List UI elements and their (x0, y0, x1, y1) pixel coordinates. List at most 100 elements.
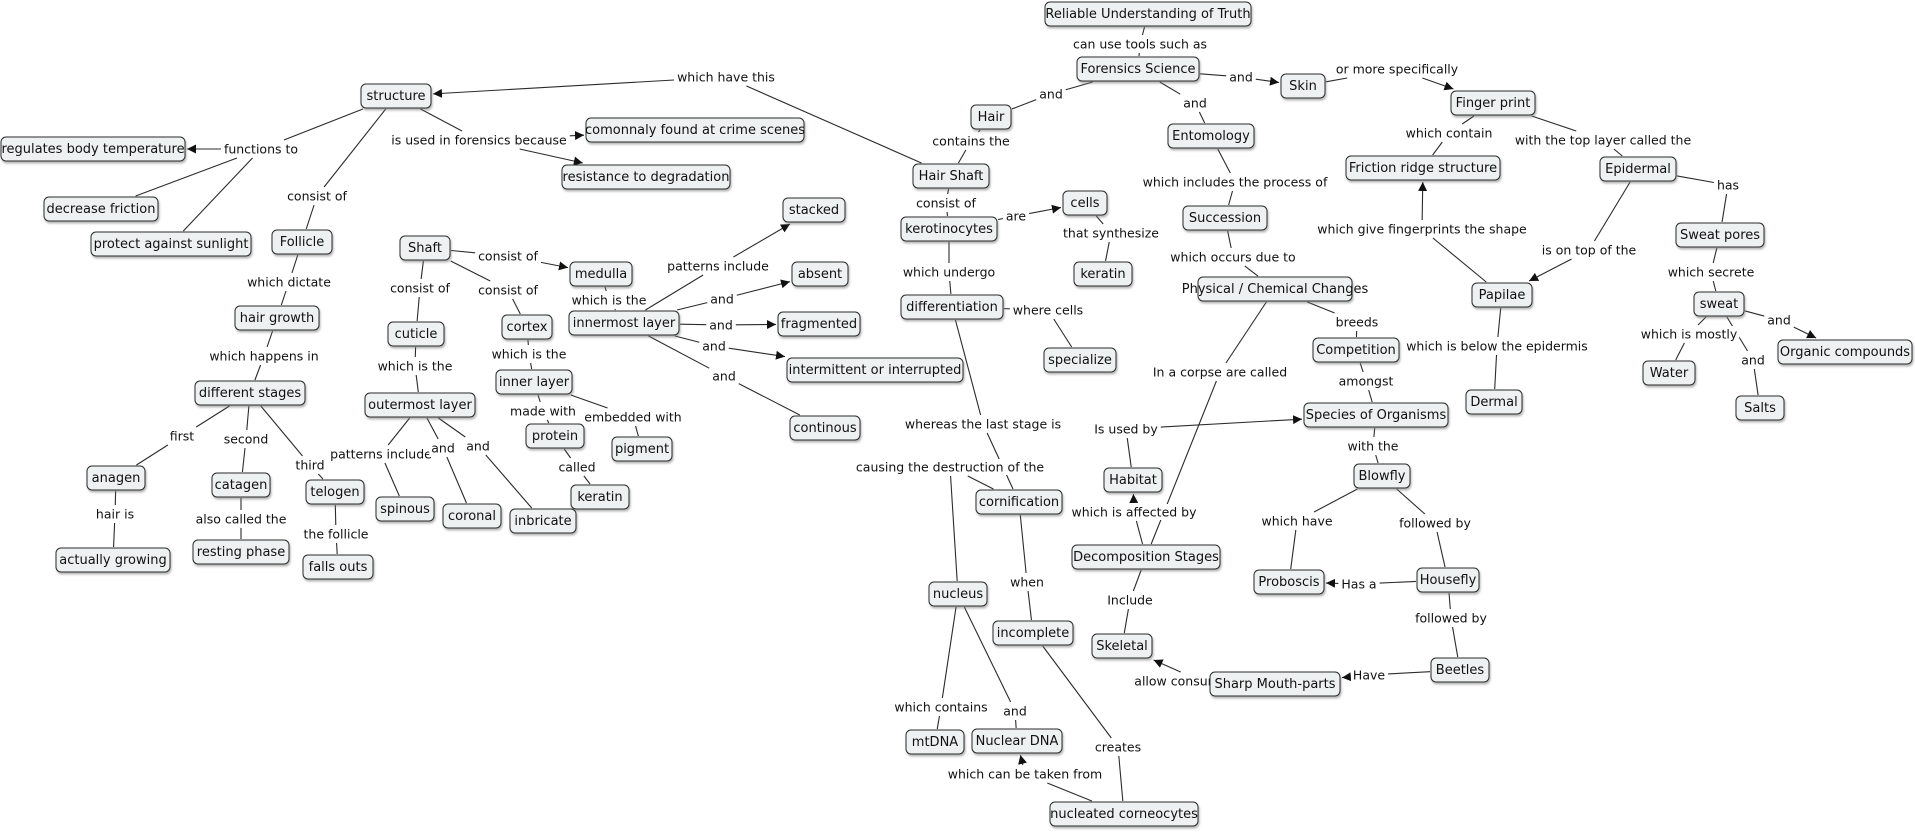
line-connector (1676, 175, 1715, 184)
concept-node-keratin[interactable]: keratin (570, 484, 630, 510)
concept-node-shaft[interactable]: Shaft (399, 235, 451, 261)
concept-node-cells[interactable]: cells (1062, 190, 1108, 216)
line-connector (438, 417, 466, 438)
line-connector (546, 419, 550, 424)
concept-node-comonnaly-found-at-crime-scenes[interactable]: comonnaly found at crime scenes (585, 117, 805, 143)
concept-node-telogen[interactable]: telogen (305, 479, 365, 505)
link-label-text: which is the (492, 347, 567, 362)
link-label-and: and (1181, 95, 1209, 111)
concept-node-hair-growth[interactable]: hair growth (234, 305, 320, 331)
concept-node-fragmented[interactable]: fragmented (777, 311, 861, 337)
concept-node-mtdna[interactable]: mtDNA (905, 729, 965, 755)
concept-node-nuclear-dna[interactable]: Nuclear DNA (971, 728, 1063, 754)
concept-node-regulates-body-temperature[interactable]: regulates body temperature (0, 136, 186, 162)
line-connector (1531, 115, 1577, 132)
line-connector (635, 425, 639, 437)
line-connector (1432, 141, 1443, 156)
concept-node-forensics-science[interactable]: Forensics Science (1076, 56, 1200, 82)
concept-node-text: Hair Shaft (919, 169, 984, 184)
concept-node-dermal[interactable]: Dermal (1465, 389, 1523, 415)
concept-node-actually-growing[interactable]: actually growing (55, 547, 171, 573)
concept-node-spinous[interactable]: spinous (375, 496, 435, 522)
concept-node-stacked[interactable]: stacked (782, 197, 846, 223)
concept-node-species-of-organisms[interactable]: Species of Organisms (1303, 402, 1449, 428)
concept-node-falls-outs[interactable]: falls outs (302, 554, 374, 580)
concept-node-sweat[interactable]: sweat (1693, 291, 1745, 317)
concept-node-medulla[interactable]: medulla (569, 261, 633, 287)
concept-node-skin[interactable]: Skin (1280, 73, 1326, 99)
line-connector (1141, 26, 1146, 36)
concept-node-coronal[interactable]: coronal (442, 503, 502, 529)
concept-node-reliable-understanding-of-truth[interactable]: Reliable Understanding of Truth (1044, 1, 1252, 27)
concept-node-salts[interactable]: Salts (1735, 395, 1785, 421)
concept-node-text: Blowfly (1359, 469, 1406, 484)
concept-node-text: Species of Organisms (1306, 408, 1447, 423)
concept-node-box (1091, 633, 1153, 659)
concept-node-differentiation[interactable]: differentiation (900, 294, 1004, 320)
link-label-where-cells: where cells (1010, 302, 1086, 318)
concept-node-catagen[interactable]: catagen (211, 472, 271, 498)
concept-node-incomplete[interactable]: incomplete (992, 620, 1074, 646)
concept-node-physical-chemical-changes[interactable]: Physical / Chemical Changes (1182, 276, 1369, 302)
concept-node-cortex[interactable]: cortex (501, 314, 553, 340)
concept-node-inner-layer[interactable]: inner layer (495, 369, 573, 395)
concept-node-epidermal[interactable]: Epidermal (1599, 156, 1677, 182)
concept-node-nucleated-corneocytes[interactable]: nucleated corneocytes (1049, 801, 1199, 827)
concept-node-anagen[interactable]: anagen (86, 465, 146, 491)
concept-node-resistance-to-degradation[interactable]: resistance to degradation (561, 164, 731, 190)
concept-node-nucleus[interactable]: nucleus (928, 581, 988, 607)
link-label-text: with the (1347, 439, 1398, 454)
concept-node-hair[interactable]: Hair (970, 104, 1012, 130)
concept-node-sharp-mouth-parts[interactable]: Sharp Mouth-parts (1209, 671, 1341, 697)
concept-node-text: Hair (978, 110, 1005, 125)
concept-node-different-stages[interactable]: different stages (194, 380, 306, 406)
concept-node-hair-shaft[interactable]: Hair Shaft (912, 163, 990, 189)
line-connector (446, 456, 467, 504)
concept-node-specialize[interactable]: specialize (1043, 347, 1117, 373)
concept-node-text: inner layer (499, 375, 570, 390)
concept-node-cornification[interactable]: cornification (975, 489, 1063, 515)
concept-node-box (1182, 205, 1268, 231)
concept-node-intermittent-or-interrupted[interactable]: intermittent or interrupted (786, 357, 964, 383)
concept-node-structure[interactable]: structure (360, 83, 432, 109)
link-label-third: third (293, 457, 327, 473)
concept-node-skeletal[interactable]: Skeletal (1091, 633, 1153, 659)
concept-node-protein[interactable]: protein (525, 423, 585, 449)
concept-node-water[interactable]: Water (1642, 360, 1696, 386)
line-connector (305, 204, 315, 230)
concept-node-protect-against-sunlight[interactable]: protect against sunlight (90, 231, 252, 257)
concept-node-decrease-friction[interactable]: decrease friction (43, 196, 159, 222)
concept-node-follicle[interactable]: Follicle (271, 229, 333, 255)
concept-node-outermost-layer[interactable]: outermost layer (364, 392, 476, 418)
concept-node-proboscis[interactable]: Proboscis (1253, 569, 1325, 595)
concept-node-competition[interactable]: Competition (1312, 337, 1400, 363)
concept-node-blowfly[interactable]: Blowfly (1353, 463, 1411, 489)
concept-node-finger-print[interactable]: Finger print (1450, 90, 1536, 116)
concept-node-papilae[interactable]: Papilae (1471, 282, 1533, 308)
concept-node-innermost-layer[interactable]: innermost layer (568, 310, 680, 336)
concept-node-box (1209, 671, 1341, 697)
concept-node-resting-phase[interactable]: resting phase (192, 539, 290, 565)
concept-node-housefly[interactable]: Housefly (1416, 567, 1480, 593)
link-label-consist-of: consist of (476, 248, 540, 264)
concept-node-absent[interactable]: absent (791, 261, 849, 287)
concept-node-beetles[interactable]: Beetles (1430, 657, 1490, 683)
concept-node-continous[interactable]: continous (789, 415, 861, 441)
link-label-amongst: amongst (1336, 373, 1396, 389)
link-label-background (221, 141, 301, 157)
concept-node-habitat[interactable]: Habitat (1103, 467, 1163, 493)
link-label-which-includes-the-process-of: which includes the process of (1140, 174, 1330, 190)
line-connector (1307, 301, 1335, 314)
concept-node-friction-ridge-structure[interactable]: Friction ridge structure (1345, 155, 1501, 181)
concept-node-keratin[interactable]: keratin (1073, 261, 1133, 287)
concept-node-cuticle[interactable]: cuticle (387, 321, 445, 347)
concept-node-succession[interactable]: Succession (1182, 205, 1268, 231)
line-connector (254, 364, 262, 381)
concept-node-inbricate[interactable]: inbricate (509, 508, 577, 534)
concept-node-pigment[interactable]: pigment (611, 436, 673, 462)
concept-node-entomology[interactable]: Entomology (1167, 123, 1255, 149)
concept-node-decomposition-stages[interactable]: Decomposition Stages (1071, 544, 1221, 570)
concept-node-sweat-pores[interactable]: Sweat pores (1675, 222, 1765, 248)
concept-node-organic-compounds[interactable]: Organic compounds (1777, 339, 1913, 365)
concept-node-kerotinocytes[interactable]: kerotinocytes (900, 216, 998, 242)
